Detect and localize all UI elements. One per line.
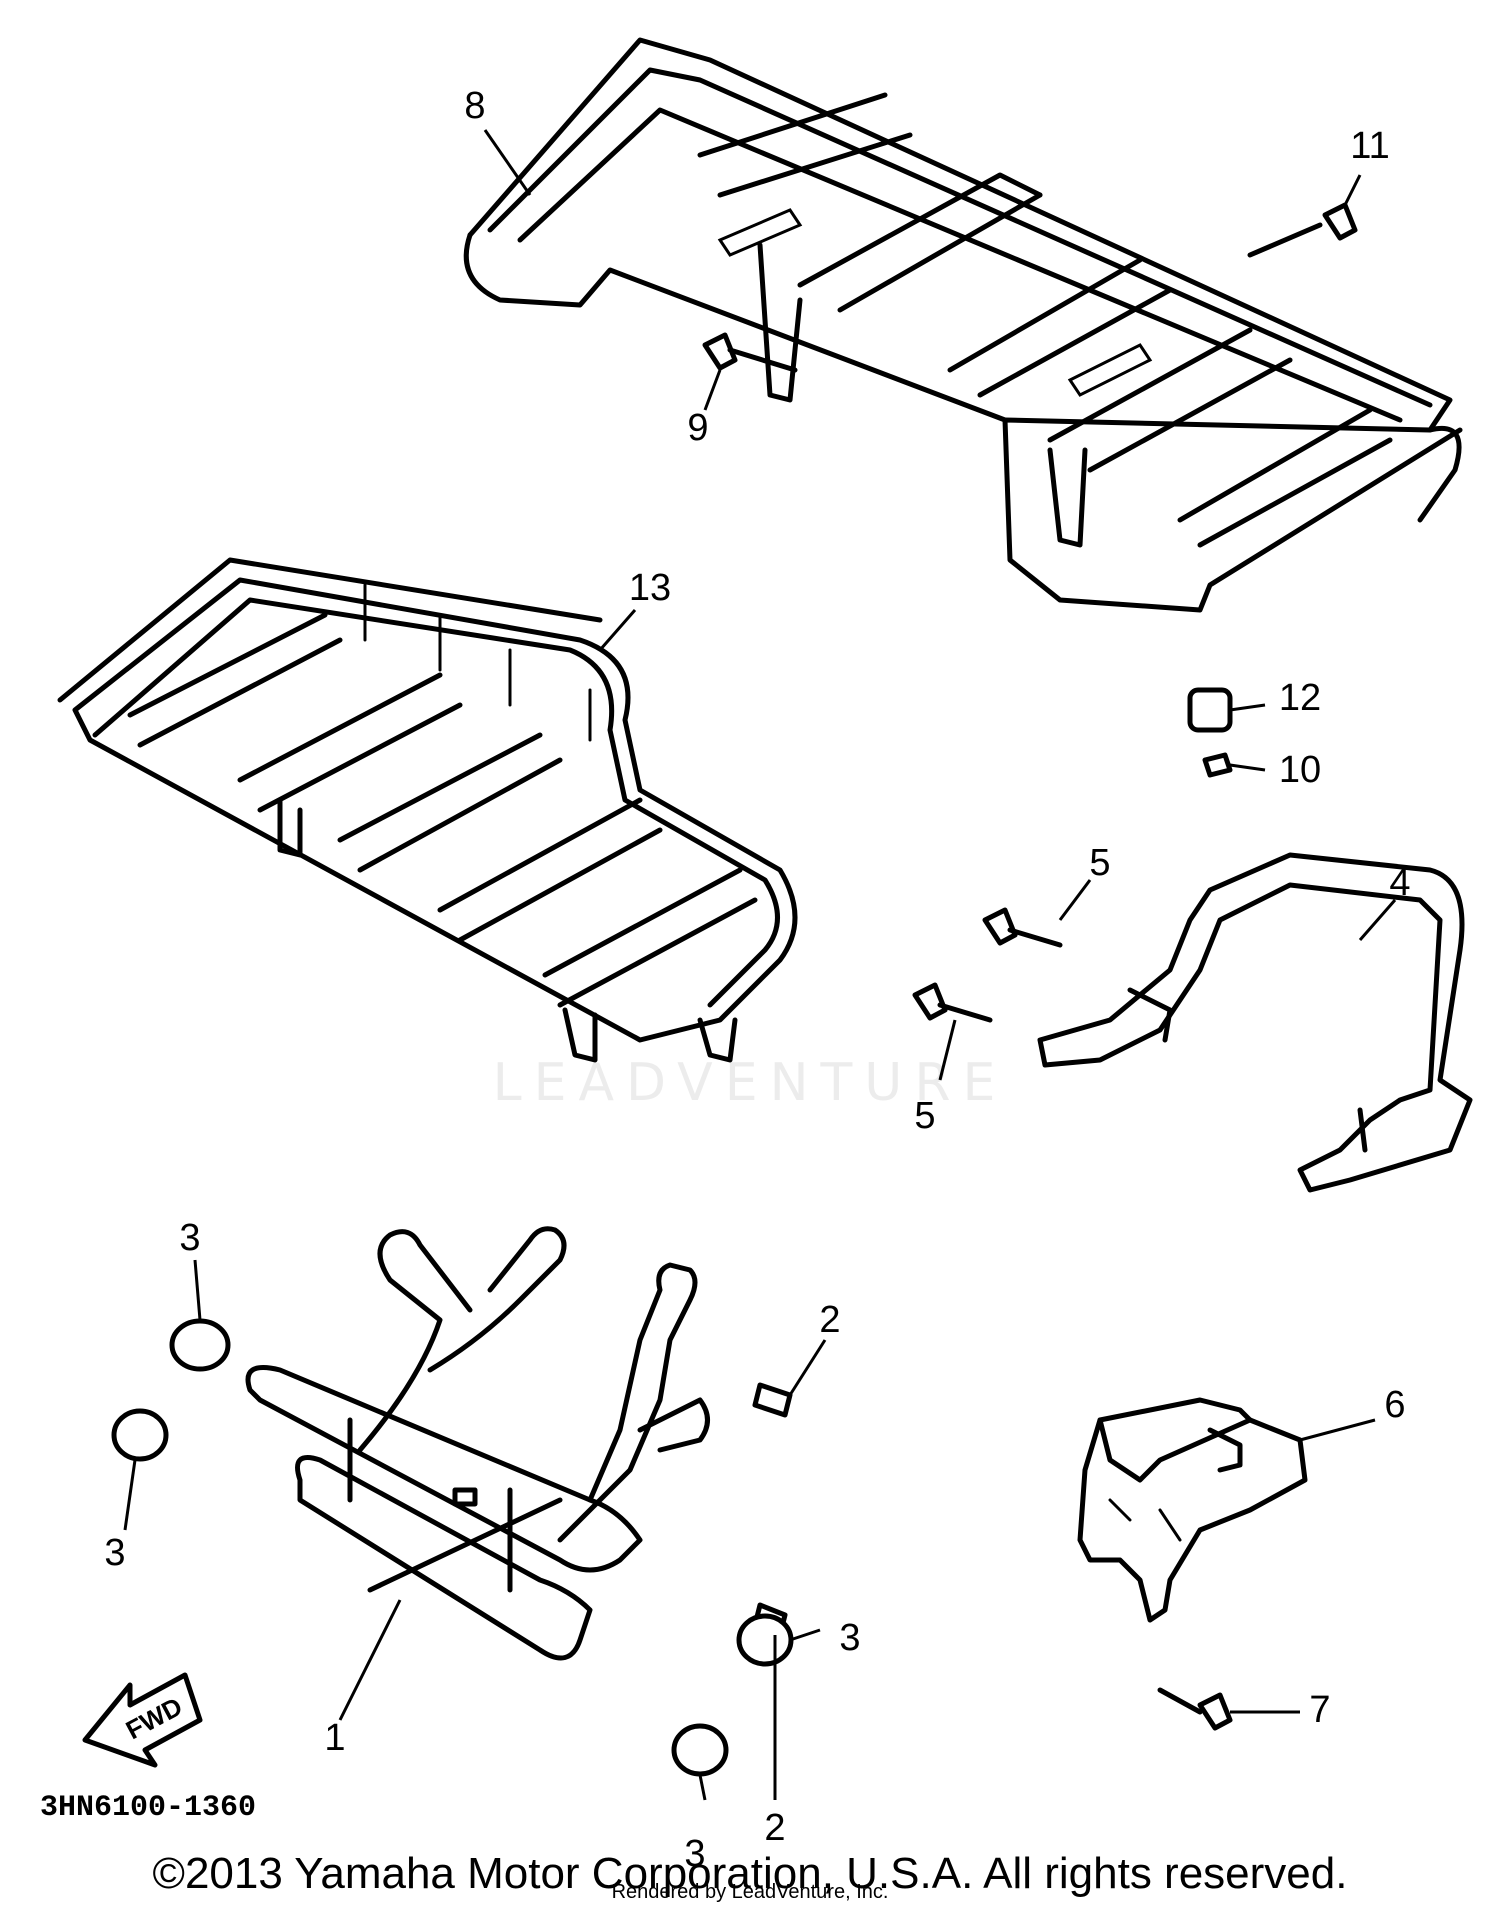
bolt-9 xyxy=(702,332,738,371)
copyright-notice: ©2013 Yamaha Motor Corporation, U.S.A. A… xyxy=(152,1849,1348,1898)
bracket-part-4 xyxy=(1037,852,1473,1193)
callout-3-bottom: 3 xyxy=(684,1833,705,1875)
bolt-11 xyxy=(1322,202,1358,241)
callout-7: 7 xyxy=(1309,1689,1330,1731)
bolt-5-upper-shank xyxy=(1007,927,1063,948)
bushing-12 xyxy=(1187,687,1233,733)
bolt-7-shank xyxy=(1157,1687,1203,1715)
damper-3-left xyxy=(111,1408,169,1462)
damper-3-bottom xyxy=(671,1723,729,1777)
diagram-reference: 3HN6100-1360 xyxy=(40,1791,256,1825)
bolt-5-upper xyxy=(982,907,1018,946)
callouts: 8 9 11 12 10 13 5 5 4 6 7 2 2 3 3 3 3 1 xyxy=(104,85,1410,1875)
collar-10 xyxy=(1202,752,1233,778)
rendered-by-notice: Rendered by LeadVenture, Inc. xyxy=(611,1881,889,1903)
callout-3-left: 3 xyxy=(104,1532,125,1574)
damper-3-right xyxy=(736,1613,794,1667)
callout-5-lower: 5 xyxy=(914,1095,935,1137)
bolt-9-shank xyxy=(727,347,798,373)
callout-6: 6 xyxy=(1384,1384,1405,1426)
callout-4: 4 xyxy=(1389,862,1410,904)
bolt-5-lower xyxy=(912,982,948,1021)
callout-11: 11 xyxy=(1350,125,1389,167)
callout-10: 10 xyxy=(1279,749,1321,791)
front-guard-part-1 xyxy=(245,1226,710,1661)
front-carrier-part-13 xyxy=(57,557,798,1063)
bracket-part-6 xyxy=(1077,1397,1308,1623)
damper-3-top xyxy=(169,1318,231,1372)
rear-carrier-part-8 xyxy=(463,37,1463,613)
callout-13: 13 xyxy=(629,567,671,609)
callout-2-lower: 2 xyxy=(764,1807,785,1849)
callout-9: 9 xyxy=(687,407,708,449)
callout-3-right: 3 xyxy=(839,1617,860,1659)
callout-1: 1 xyxy=(324,1717,345,1759)
bolt-2-upper xyxy=(752,1382,793,1418)
bolt-7 xyxy=(1197,1692,1233,1731)
leader-lines xyxy=(123,129,1397,1801)
watermark-text: LEADVENTURE xyxy=(493,1053,1008,1113)
bolt-11-shank xyxy=(1247,222,1323,258)
callout-8: 8 xyxy=(464,85,485,127)
fasteners xyxy=(111,202,1358,1777)
callout-5-upper: 5 xyxy=(1089,842,1110,884)
fwd-arrow: FWD xyxy=(82,1672,203,1768)
bolt-5-lower-shank xyxy=(937,1002,993,1023)
callout-12: 12 xyxy=(1279,677,1321,719)
callout-3-top: 3 xyxy=(179,1217,200,1259)
callout-2-upper: 2 xyxy=(819,1299,840,1341)
